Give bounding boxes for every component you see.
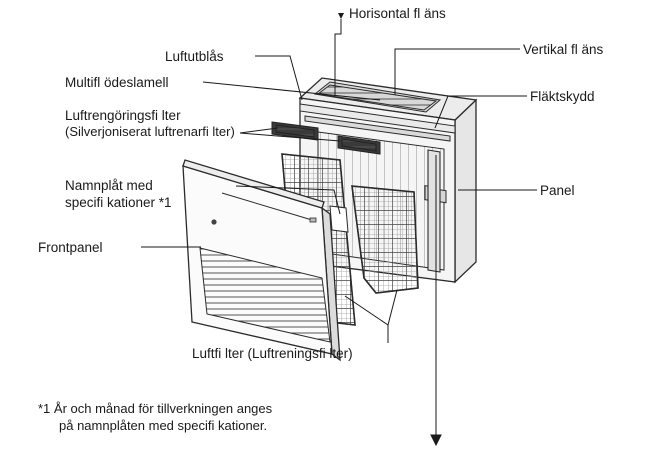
- label-name-plate-2: specifi kationer *1: [65, 195, 172, 210]
- multiflow-lamella: [299, 103, 456, 142]
- label-fan-guard: Fläktskydd: [530, 89, 595, 104]
- panel-side-column: [427, 149, 441, 273]
- label-front-panel: Frontpanel: [38, 240, 103, 255]
- air-filter-right: [351, 185, 419, 294]
- horizontal-flap: [313, 81, 442, 113]
- label-air-cleaning-filter-sub: (Silverjoniserat luftrenarfi lter): [65, 124, 235, 139]
- leader-lines: [141, 19, 537, 447]
- air-cleaning-filters: [271, 121, 381, 155]
- label-name-plate-1: Namnplåt med: [65, 178, 153, 193]
- label-air-outlet: Luftutblås: [165, 49, 224, 64]
- label-vertical-flap: Vertikal fl äns: [523, 42, 604, 57]
- label-air-cleaning-filter: Luftrengöringsfi lter: [65, 108, 181, 123]
- footnote-line-2: på namnplåten med specifi kationer.: [59, 418, 268, 433]
- name-plate: [329, 205, 349, 233]
- label-air-filter: Luftfi lter (Luftreningsfi lter): [192, 346, 353, 361]
- footnote-line-1: *1 År och månad för tillverkningen anges: [38, 401, 273, 416]
- label-multiflow-lamella: Multifl ödeslamell: [65, 75, 169, 90]
- label-horizontal-flap: Horisontal fl äns: [349, 6, 446, 21]
- label-panel: Panel: [540, 183, 575, 198]
- leader-arrows: [338, 13, 344, 19]
- front-panel: [182, 159, 341, 362]
